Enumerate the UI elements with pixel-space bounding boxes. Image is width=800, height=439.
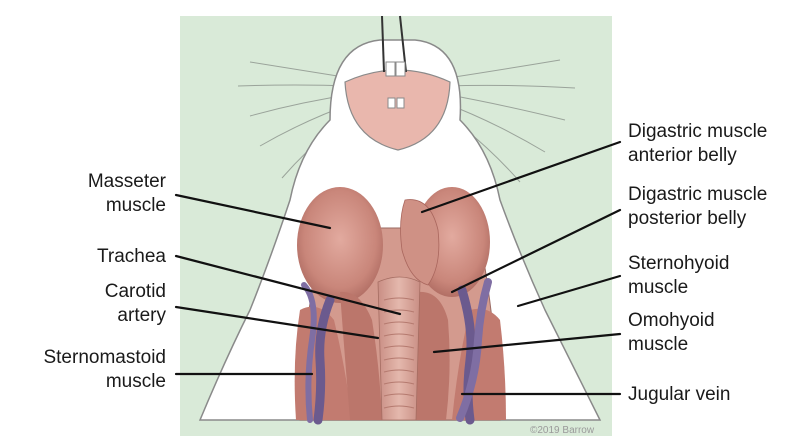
label-digastric-anterior: Digastric muscle anterior belly — [628, 121, 767, 166]
label-omohyoid: Omohyoid muscle — [628, 310, 715, 355]
label-masseter-line1: Masseter — [88, 171, 167, 192]
label-digastric-posterior-line1: Digastric muscle — [628, 184, 767, 205]
label-sternomastoid: Sternomastoid muscle — [43, 347, 166, 392]
label-sternohyoid-line2: muscle — [628, 277, 688, 298]
label-sternohyoid: Sternohyoid muscle — [628, 253, 729, 298]
label-digastric-anterior-line1: Digastric muscle — [628, 121, 767, 142]
label-sternomastoid-line1: Sternomastoid — [43, 347, 166, 368]
label-omohyoid-line2: muscle — [628, 334, 688, 355]
label-carotid: Carotid artery — [105, 281, 167, 326]
copyright-text: ©2019 Barrow — [530, 425, 595, 436]
label-sternomastoid-line2: muscle — [106, 371, 166, 392]
label-carotid-line2: artery — [117, 305, 166, 326]
label-masseter-line2: muscle — [106, 195, 166, 216]
label-trachea: Trachea — [97, 246, 166, 267]
label-digastric-posterior-line2: posterior belly — [628, 208, 747, 229]
label-carotid-line1: Carotid — [105, 281, 166, 302]
label-omohyoid-line1: Omohyoid — [628, 310, 715, 331]
label-jugular: Jugular vein — [628, 384, 730, 405]
label-masseter: Masseter muscle — [88, 171, 167, 216]
label-sternohyoid-line1: Sternohyoid — [628, 253, 729, 274]
masseter-muscle-left — [297, 187, 383, 303]
label-digastric-posterior: Digastric muscle posterior belly — [628, 184, 767, 229]
label-digastric-anterior-line2: anterior belly — [628, 145, 737, 166]
